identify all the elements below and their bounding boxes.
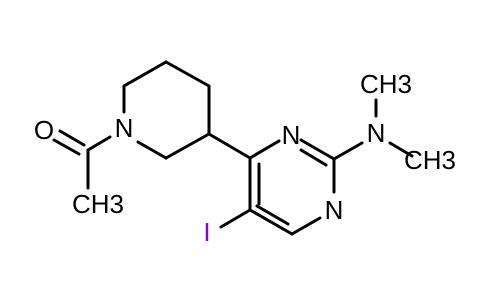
bond-c4-n3 bbox=[248, 139, 281, 160]
atom-amine-methyl-top: CH3 bbox=[360, 69, 412, 99]
atom-pyrimidine-n3: N bbox=[282, 120, 301, 150]
atom-amine-methyl-right: CH3 bbox=[404, 145, 456, 175]
bond-n3-c2 bbox=[299, 138, 336, 161]
bond-c3-c4 bbox=[164, 60, 211, 88]
bond-c6-c5-inner bbox=[255, 204, 290, 226]
bond-carbonyl-n bbox=[86, 135, 112, 152]
bond-carbonyl-double-a bbox=[58, 129, 86, 147]
atom-piperidine-nitrogen: N bbox=[115, 113, 134, 143]
bond-n3-c2-inner bbox=[299, 148, 328, 167]
bonds bbox=[52, 60, 414, 236]
bond-c5-iodine bbox=[219, 208, 252, 229]
atom-pyrimidine-n1: N bbox=[325, 195, 344, 225]
atom-acetyl-methyl: CH3 bbox=[72, 189, 124, 219]
bond-amine-methyl-right bbox=[388, 141, 414, 158]
atom-iodine: I bbox=[203, 217, 210, 247]
bond-c2-c3 bbox=[122, 60, 168, 88]
atom-carbonyl-oxygen: O bbox=[34, 115, 54, 145]
atom-amine-nitrogen: N bbox=[367, 118, 386, 148]
atom-labels: O CH3 N N N N CH3 CH3 I bbox=[34, 69, 456, 247]
bond-ring-link bbox=[207, 132, 252, 160]
bond-n1-c6 bbox=[290, 216, 322, 236]
bond-c2-amine bbox=[332, 141, 364, 161]
bond-c6-c5 bbox=[248, 208, 294, 236]
bond-carbonyl-double-b bbox=[52, 138, 81, 156]
bond-c5-c6 bbox=[164, 132, 211, 160]
bond-c6-n bbox=[136, 140, 168, 160]
